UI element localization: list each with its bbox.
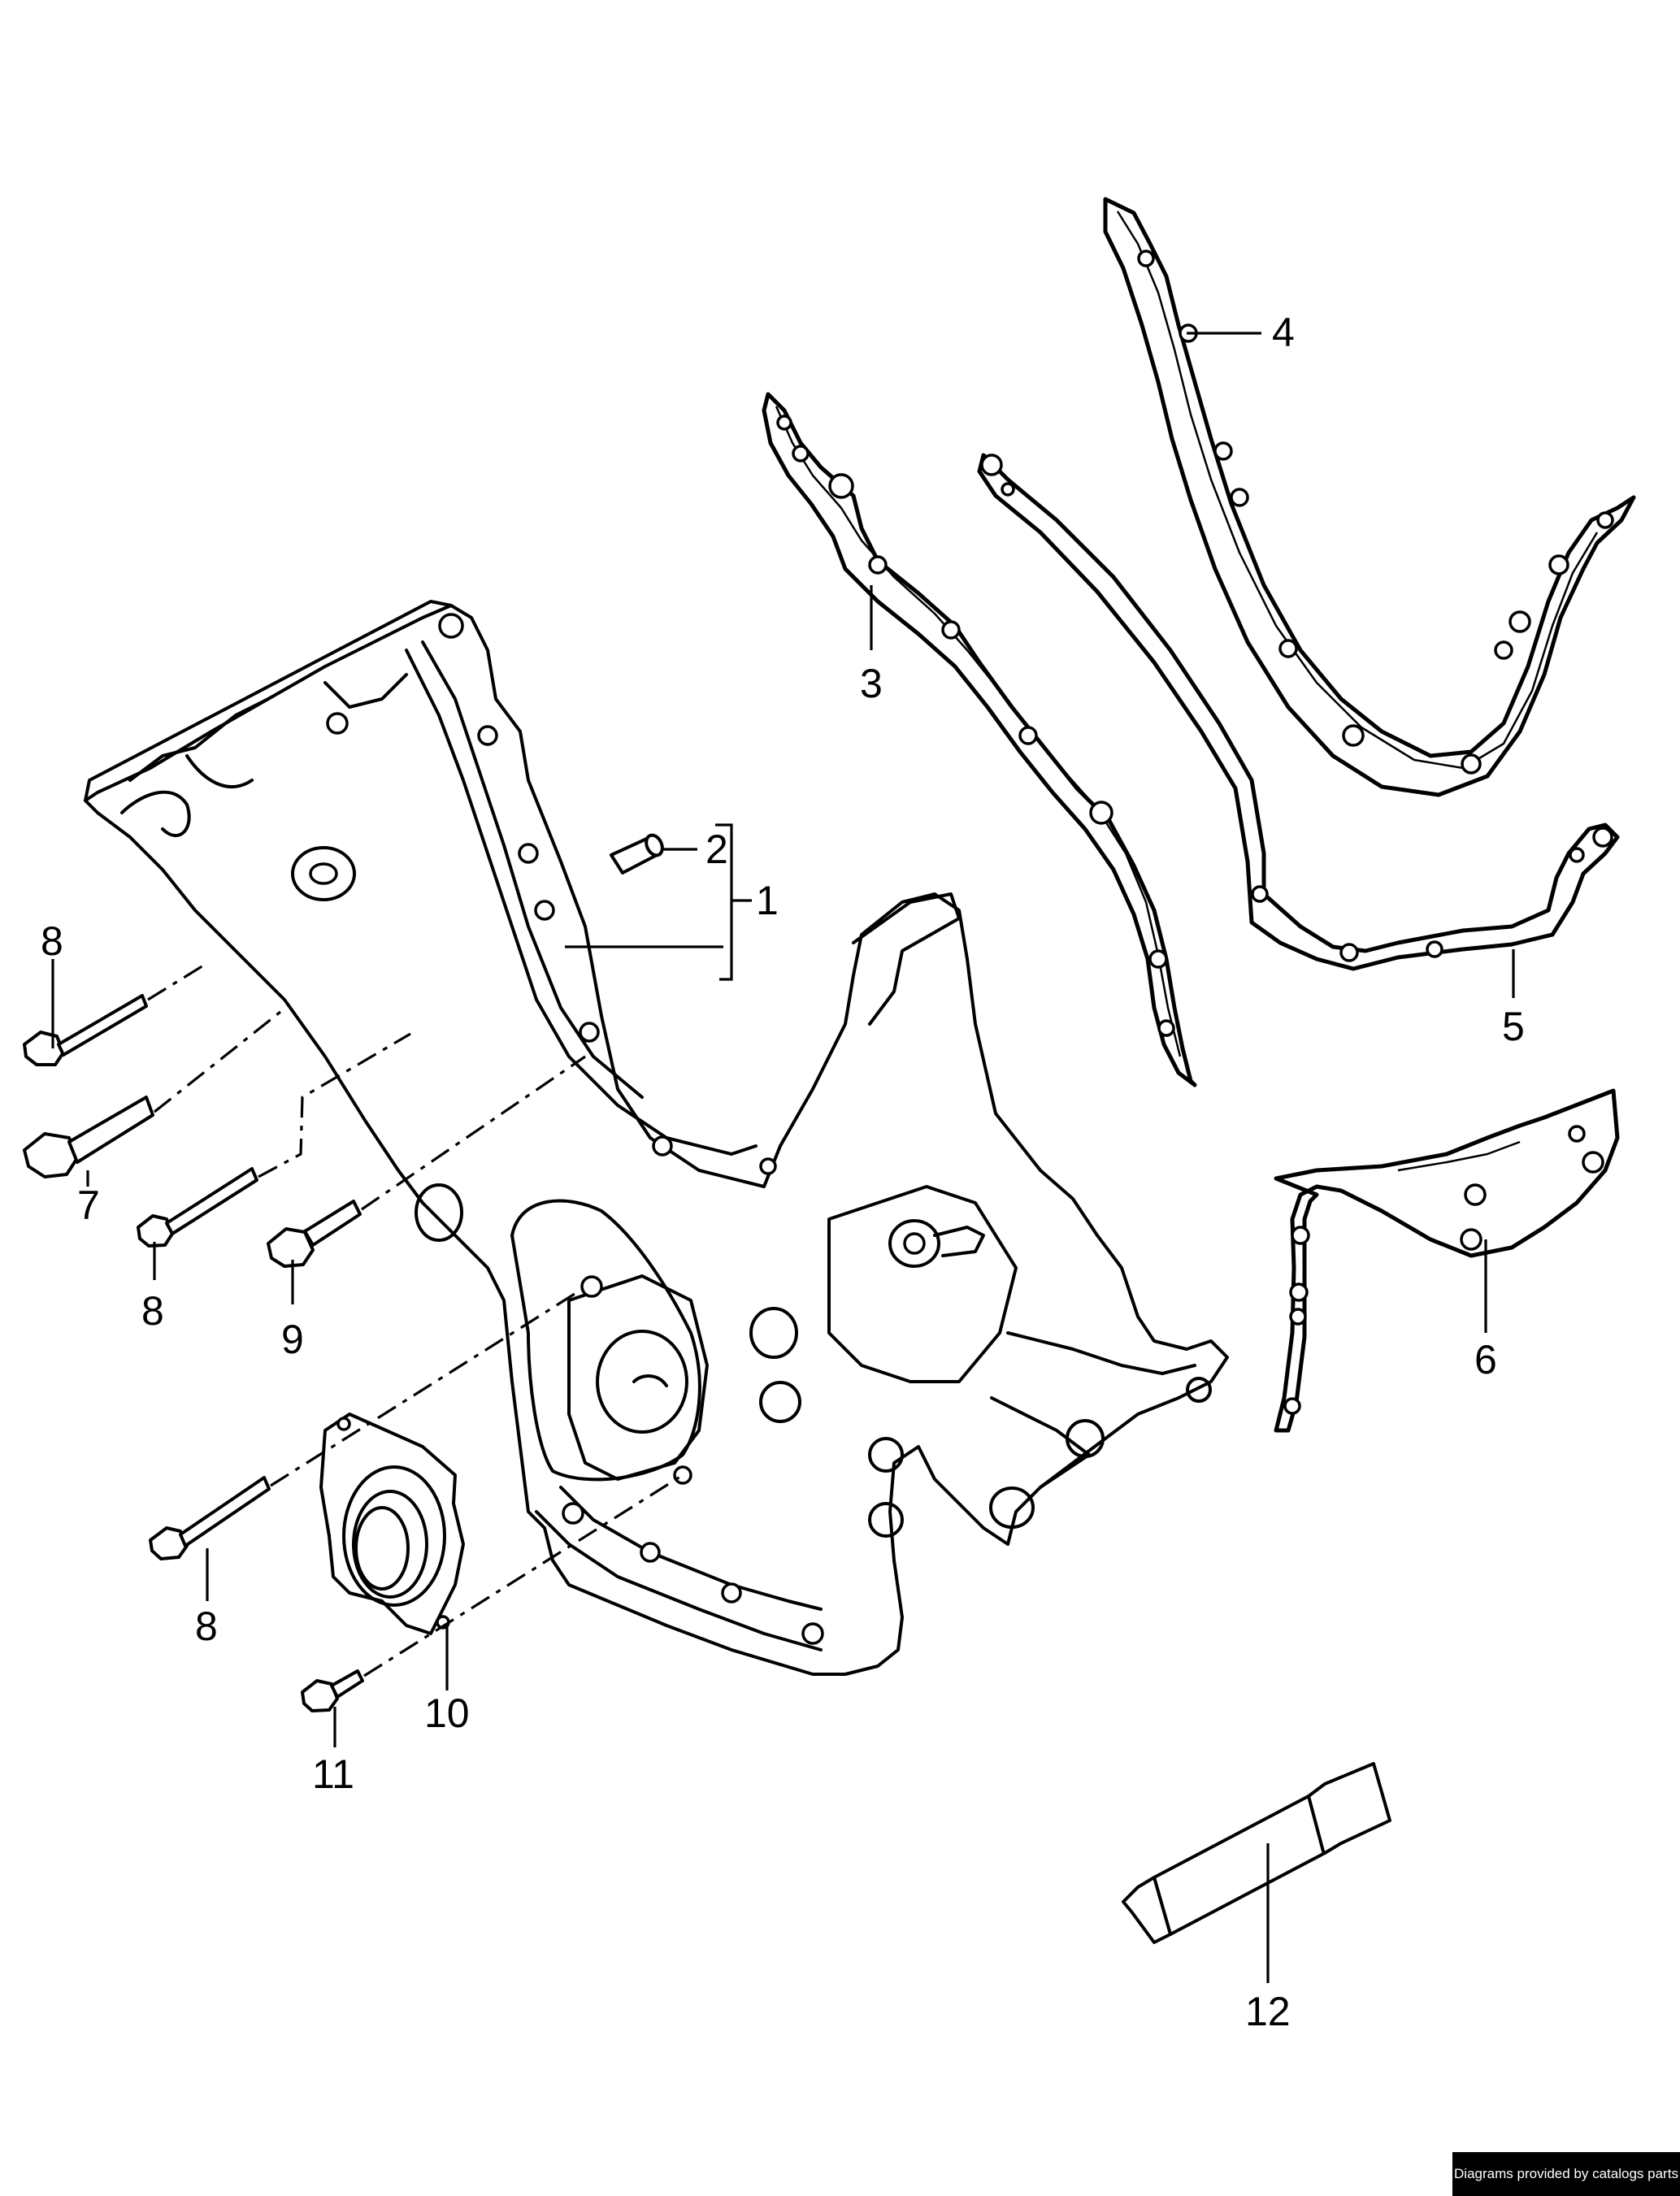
- bolt-part-8-lower: [149, 1476, 271, 1560]
- callout-4: 4: [1272, 310, 1295, 355]
- assembly-lines: [147, 961, 684, 1677]
- callout-2: 2: [705, 827, 728, 872]
- bolt-part-8-upper: [23, 994, 148, 1066]
- sealant-tube-part-12: [1122, 1762, 1391, 1944]
- callout-11: 11: [312, 1751, 354, 1797]
- callout-6: 6: [1474, 1337, 1497, 1382]
- gasket-part-3: [762, 392, 1197, 1087]
- bolt-part-7: [23, 1096, 154, 1178]
- callout-7: 7: [77, 1183, 100, 1228]
- bolt-part-9: [267, 1200, 362, 1268]
- callout-3: 3: [860, 661, 883, 706]
- callout-9: 9: [281, 1317, 304, 1362]
- callout-12: 12: [1245, 1989, 1291, 2034]
- gasket-part-5: [977, 453, 1620, 971]
- leader-lines: [51, 332, 1515, 1983]
- callout-8-bottom: 8: [195, 1604, 218, 1649]
- timing-cover-part-1: [84, 600, 1229, 1676]
- callout-5: 5: [1502, 1004, 1525, 1049]
- bolt-part-11: [301, 1669, 364, 1712]
- credit-footer: Diagrams provided by catalogs parts: [1452, 2152, 1680, 2196]
- gasket-part-6: [1274, 1088, 1620, 1433]
- callout-8-top: 8: [41, 918, 63, 964]
- bolt-part-8-middle: [137, 1167, 258, 1248]
- seal-ring-part-10: [319, 1413, 465, 1635]
- callout-8-middle: 8: [141, 1288, 164, 1334]
- dowel-pin-part-2: [610, 833, 664, 874]
- callout-10: 10: [424, 1690, 470, 1736]
- callout-labels: 1 2 3 4 5 6 7 8 8 8 9 10 11 12: [41, 310, 1525, 2034]
- callout-1: 1: [756, 878, 779, 923]
